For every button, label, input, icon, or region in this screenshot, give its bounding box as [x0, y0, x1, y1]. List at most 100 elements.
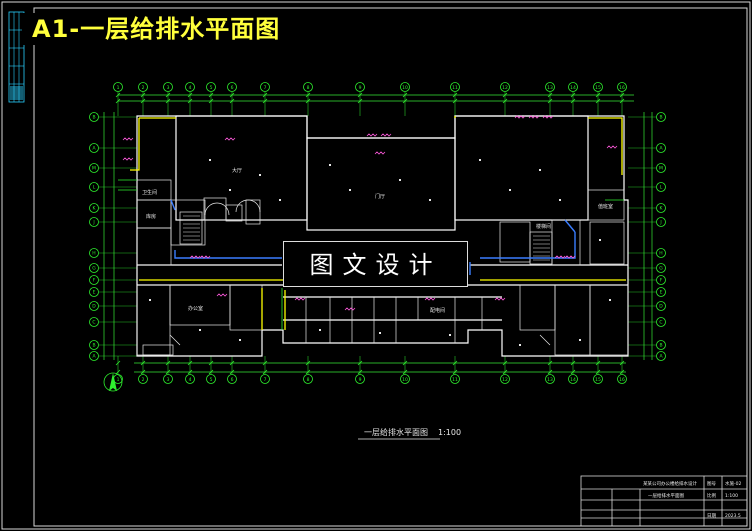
axis-bubble: 8: [303, 82, 313, 92]
title-block-text: 某某公司办公楼给排水设计 一层给排水平面图 图号 水施-02 比例 1:100 …: [643, 480, 741, 519]
axis-bubble: 16: [617, 82, 627, 92]
fixture-symbol: [554, 255, 566, 259]
axis-bubble: 13: [545, 82, 555, 92]
stair-hatching: [183, 215, 550, 261]
fixture-symbol: [294, 297, 306, 301]
axis-label: J: [92, 220, 94, 226]
axis-label: 9: [359, 377, 362, 383]
axis-bubble: F: [89, 275, 99, 285]
axis-label: G: [659, 266, 663, 272]
axis-label: L: [660, 185, 663, 191]
axis-bubble: J: [656, 217, 666, 227]
fixture-symbol: [216, 293, 228, 297]
axis-label: 16: [619, 85, 625, 91]
tb-scale: 1:100: [725, 493, 738, 499]
marker-dot: [229, 189, 231, 191]
axis-label: 12: [502, 377, 508, 383]
fixture-symbol: [514, 115, 526, 119]
marker-dot: [209, 159, 211, 161]
axis-bubble: A: [656, 351, 666, 361]
caption-text: 一层给排水平面图: [364, 428, 428, 437]
axis-bubble: 12: [500, 82, 510, 92]
room-label: 门厅: [375, 193, 385, 200]
axis-label: J: [659, 220, 661, 226]
axis-bubble: G: [656, 263, 666, 273]
axis-bubble: 15: [593, 82, 603, 92]
axis-label: 5: [210, 377, 213, 383]
marker-dot: [349, 189, 351, 191]
axis-label: A: [659, 146, 663, 152]
axis-bubble: A: [89, 351, 99, 361]
marker-dot: [609, 299, 611, 301]
tb-sheet-no-label: 图号: [707, 481, 716, 487]
axis-bubble: 3: [163, 82, 173, 92]
marker-dot: [399, 179, 401, 181]
axis-bubble: 1: [113, 82, 123, 92]
axis-bubble: B: [656, 112, 666, 122]
fixture-symbol: [199, 255, 211, 259]
tb-date-label: 日期: [707, 513, 716, 519]
marker-dot: [199, 329, 201, 331]
fixture-symbol: [122, 137, 134, 141]
marker-dot: [379, 332, 381, 334]
axis-bubble: 15: [593, 374, 603, 384]
axis-label: B: [659, 115, 662, 121]
axis-bubble: 14: [568, 374, 578, 384]
fixture-symbol: [528, 115, 540, 119]
watermark: 图文设计: [283, 241, 468, 287]
axis-bubble: H: [89, 248, 99, 258]
axis-label: A: [659, 354, 663, 360]
axis-label: 9: [359, 85, 362, 91]
equipment-markers: [149, 159, 611, 346]
caption-scale: 1:100: [438, 428, 462, 437]
room-label: 办公室: [188, 305, 203, 312]
axis-label: H: [92, 251, 95, 257]
axis-label: 6: [231, 377, 234, 383]
axis-label: 16: [619, 377, 625, 383]
axis-bubble: A: [656, 143, 666, 153]
axis-bubble: 11: [450, 82, 460, 92]
axis-label: 15: [595, 85, 601, 91]
axis-bubble: K: [656, 203, 666, 213]
room-label: 库房: [146, 213, 156, 220]
axis-label: G: [92, 266, 96, 272]
axis-label: 5: [210, 85, 213, 91]
axis-label: 11: [452, 85, 458, 91]
axis-bubble: 6: [227, 82, 237, 92]
axis-label: C: [659, 320, 662, 326]
tb-date: 2023.5: [725, 513, 741, 519]
marker-dot: [279, 199, 281, 201]
marker-dot: [479, 159, 481, 161]
axis-bubble: B: [89, 340, 99, 350]
axis-bubble: L: [89, 182, 99, 192]
north-arrow-icon: [103, 372, 123, 392]
axis-label: 2: [142, 377, 145, 383]
axis-label: C: [92, 320, 95, 326]
axis-bubble: 16: [617, 374, 627, 384]
plumbing-fixtures: [122, 115, 618, 311]
marker-dot: [449, 334, 451, 336]
axis-label: F: [660, 278, 663, 284]
fixture-symbol: [564, 255, 576, 259]
axis-label: F: [93, 278, 96, 284]
axis-label: 8: [307, 85, 310, 91]
fixture-symbol: [606, 145, 618, 149]
fixture-symbol: [374, 151, 386, 155]
fixture-symbol: [380, 133, 392, 137]
axis-label: K: [93, 206, 97, 212]
axis-bubble: M: [89, 163, 99, 173]
axis-bubble: 13: [545, 374, 555, 384]
axis-label: A: [92, 146, 96, 152]
axis-bubble: 4: [185, 82, 195, 92]
fixture-symbol: [366, 133, 378, 137]
fixture-symbol: [424, 297, 436, 301]
axis-bubble: 3: [163, 374, 173, 384]
dimension-lines: [103, 94, 653, 373]
fixture-symbol: [542, 115, 554, 119]
axis-label: 4: [189, 377, 192, 383]
marker-dot: [509, 189, 511, 191]
marker-dot: [259, 174, 261, 176]
